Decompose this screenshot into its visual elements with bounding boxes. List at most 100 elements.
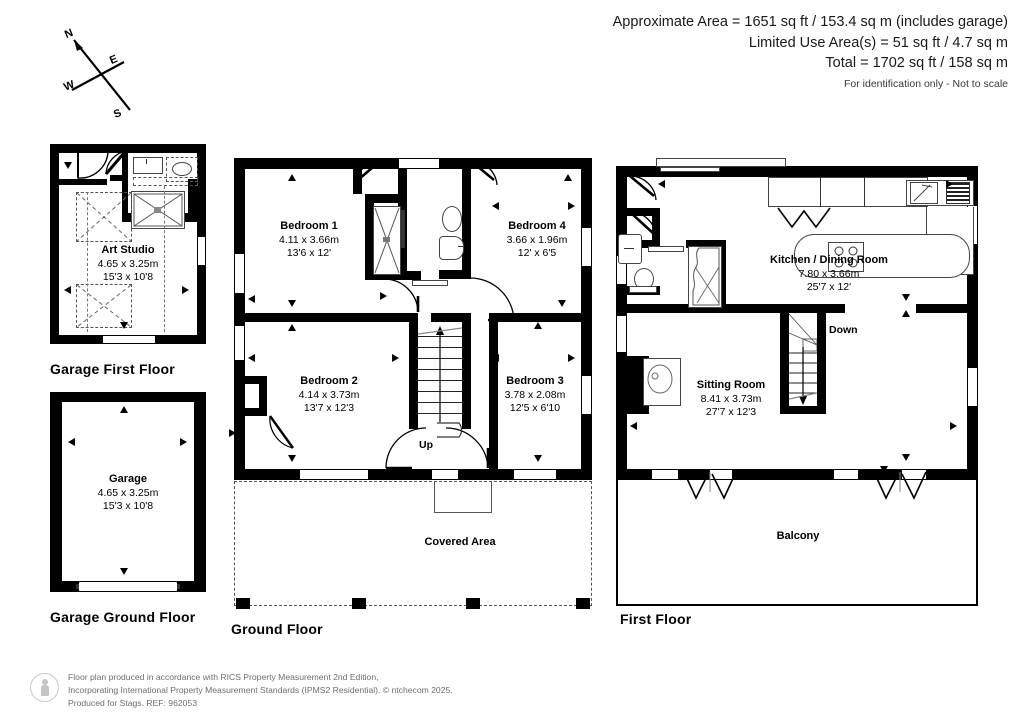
wall-bedroom4-bottom [439, 270, 471, 279]
room-label-sitting-room: Sitting Room 8.41 x 3.73m 27'7 x 12'3 [664, 379, 798, 419]
room-name-bedroom3: Bedroom 3 [506, 375, 564, 387]
room-name-bedroom2: Bedroom 2 [300, 375, 358, 387]
dim-arrow-sitting-right [950, 422, 957, 430]
room-metric-kitchen: 7.80 x 3.66m [798, 267, 860, 280]
shower-cross-icon [374, 207, 400, 274]
wall-top [616, 166, 978, 177]
area-label-covered-area: Covered Area [424, 536, 496, 548]
stair-direction-arrow-icon [418, 326, 462, 422]
dim-arrow-top [64, 162, 72, 169]
wall-bottom [616, 469, 978, 480]
wall-stair-left [409, 313, 418, 429]
room-label-kitchen: Kitchen / Dining Room 7.80 x 3.66m 25'7 … [744, 254, 914, 294]
caption-first-floor: First Floor [620, 611, 692, 627]
caption-ground-floor: Ground Floor [231, 621, 323, 637]
kitchen-unit-divider-2 [864, 177, 865, 207]
pillar-4 [576, 598, 590, 609]
wall-stair-base [780, 406, 826, 414]
wall-internal-vert-b [122, 181, 128, 219]
window-left-upper [234, 254, 245, 293]
room-name-kitchen: Kitchen / Dining Room [770, 254, 888, 266]
dim-arrow-hall [380, 292, 387, 300]
dim-arrow-bed4-right [568, 202, 575, 210]
shower-shape-icon [692, 247, 720, 306]
extractor-icon [777, 207, 831, 229]
room-imperial-bedroom3: 12'5 x 6'10 [509, 402, 561, 415]
shower-cross-icon [133, 193, 183, 227]
dim-arrow-bottom [120, 322, 128, 329]
wall-recess-top [245, 376, 267, 384]
room-metric-bedroom4: 3.66 x 1.96m [506, 233, 568, 246]
wall-bathroom-top [365, 194, 407, 203]
dim-arrow-kitchen-left [658, 180, 665, 188]
garage-door-stop-right [177, 584, 180, 589]
wall-internal-vert-c [188, 179, 197, 215]
area-summary: Approximate Area = 1651 sq ft / 153.4 sq… [613, 12, 1008, 92]
wall-central-right [489, 313, 581, 322]
window-bottom-right [514, 469, 556, 480]
wall-hall-right [398, 169, 407, 194]
room-label-art-studio: Art Studio 4.65 x 3.25m 15'3 x 10'8 [72, 244, 184, 284]
disclaimer-text: For identification only - Not to scale [844, 77, 1008, 90]
balcony-french-doors-left [683, 471, 737, 500]
stairs-down [789, 313, 817, 407]
rooflight-strip-inner [660, 167, 720, 172]
door-swing-bedroom2-hall [385, 427, 427, 470]
door-swing-landing-left [383, 278, 420, 313]
door-swing-bath-b [629, 211, 657, 239]
eaves-dashed-lower [76, 284, 132, 328]
window-bottom-mid [432, 469, 458, 480]
dim-arrow-bed3-bottom [534, 455, 542, 462]
dim-arrow-top [120, 406, 128, 413]
fixture-dashed-strip [133, 177, 198, 186]
area-label-balcony: Balcony [776, 530, 820, 542]
kitchen-worktop-top [768, 177, 928, 207]
footer-text: Floor plan produced in accordance with R… [68, 671, 453, 710]
wall-right [194, 392, 206, 592]
room-name-bedroom1: Bedroom 1 [280, 220, 338, 232]
garage-door-stop-left [76, 584, 79, 589]
basin-tap-icon [624, 248, 634, 249]
room-metric-art-studio: 4.65 x 3.25m [97, 257, 159, 270]
wall-bath-b [652, 208, 660, 246]
room-name-garage: Garage [109, 473, 147, 485]
dim-arrow-bed2-left [248, 354, 255, 362]
dim-arrow-balcony [880, 466, 888, 473]
dim-arrow-bed2-bottom [288, 455, 296, 462]
window-bottom-1 [652, 469, 678, 480]
wc-icon [172, 162, 192, 176]
wall-bedroom4-partition [462, 196, 471, 276]
wall-central-mid [431, 313, 467, 322]
room-label-bedroom2: Bedroom 2 4.14 x 3.73m 13'7 x 12'3 [274, 375, 384, 415]
stairs-up [418, 322, 462, 428]
dim-arrow-bottom [120, 568, 128, 575]
basin-tap-icon [146, 159, 147, 164]
door-swing-bath-a [629, 175, 657, 201]
pillar-3 [466, 598, 480, 609]
dim-arrow-sitting-bottom [902, 454, 910, 461]
footer-line-2: Incorporating International Property Mea… [68, 685, 453, 696]
rics-person-icon [30, 673, 59, 703]
window-left-lower [234, 326, 245, 360]
caption-garage-first-floor: Garage First Floor [50, 361, 175, 377]
shower-tray-icon [131, 191, 185, 229]
wall-top [50, 392, 206, 402]
first-floor-plan: Down Kitchen / Dining Room 7.80 x 3.66m … [616, 158, 978, 480]
room-name-sitting-room: Sitting Room [696, 379, 766, 391]
wall-bath-a [627, 208, 657, 216]
dim-arrow-bed2-top [288, 324, 296, 331]
wall-bedroom3-partition [489, 313, 498, 469]
dim-arrow-bed4-top [564, 174, 572, 181]
total-area-text: Total = 1702 sq ft / 158 sq m [825, 55, 1008, 72]
wall-bottom [234, 469, 592, 480]
room-name-bedroom4: Bedroom 4 [508, 220, 566, 232]
wall-right [581, 158, 592, 480]
window-bottom-3 [834, 469, 858, 480]
footer-disclaimer: Floor plan produced in accordance with R… [30, 671, 453, 710]
wall-stair-left [780, 304, 789, 414]
door-swing-bedroom1 [354, 160, 381, 185]
room-metric-bedroom3: 3.78 x 2.08m [504, 388, 566, 401]
door-swing-bedroom2 [269, 415, 294, 449]
balcony-outline [616, 479, 978, 606]
room-imperial-bedroom4: 12' x 6'5 [517, 247, 557, 260]
